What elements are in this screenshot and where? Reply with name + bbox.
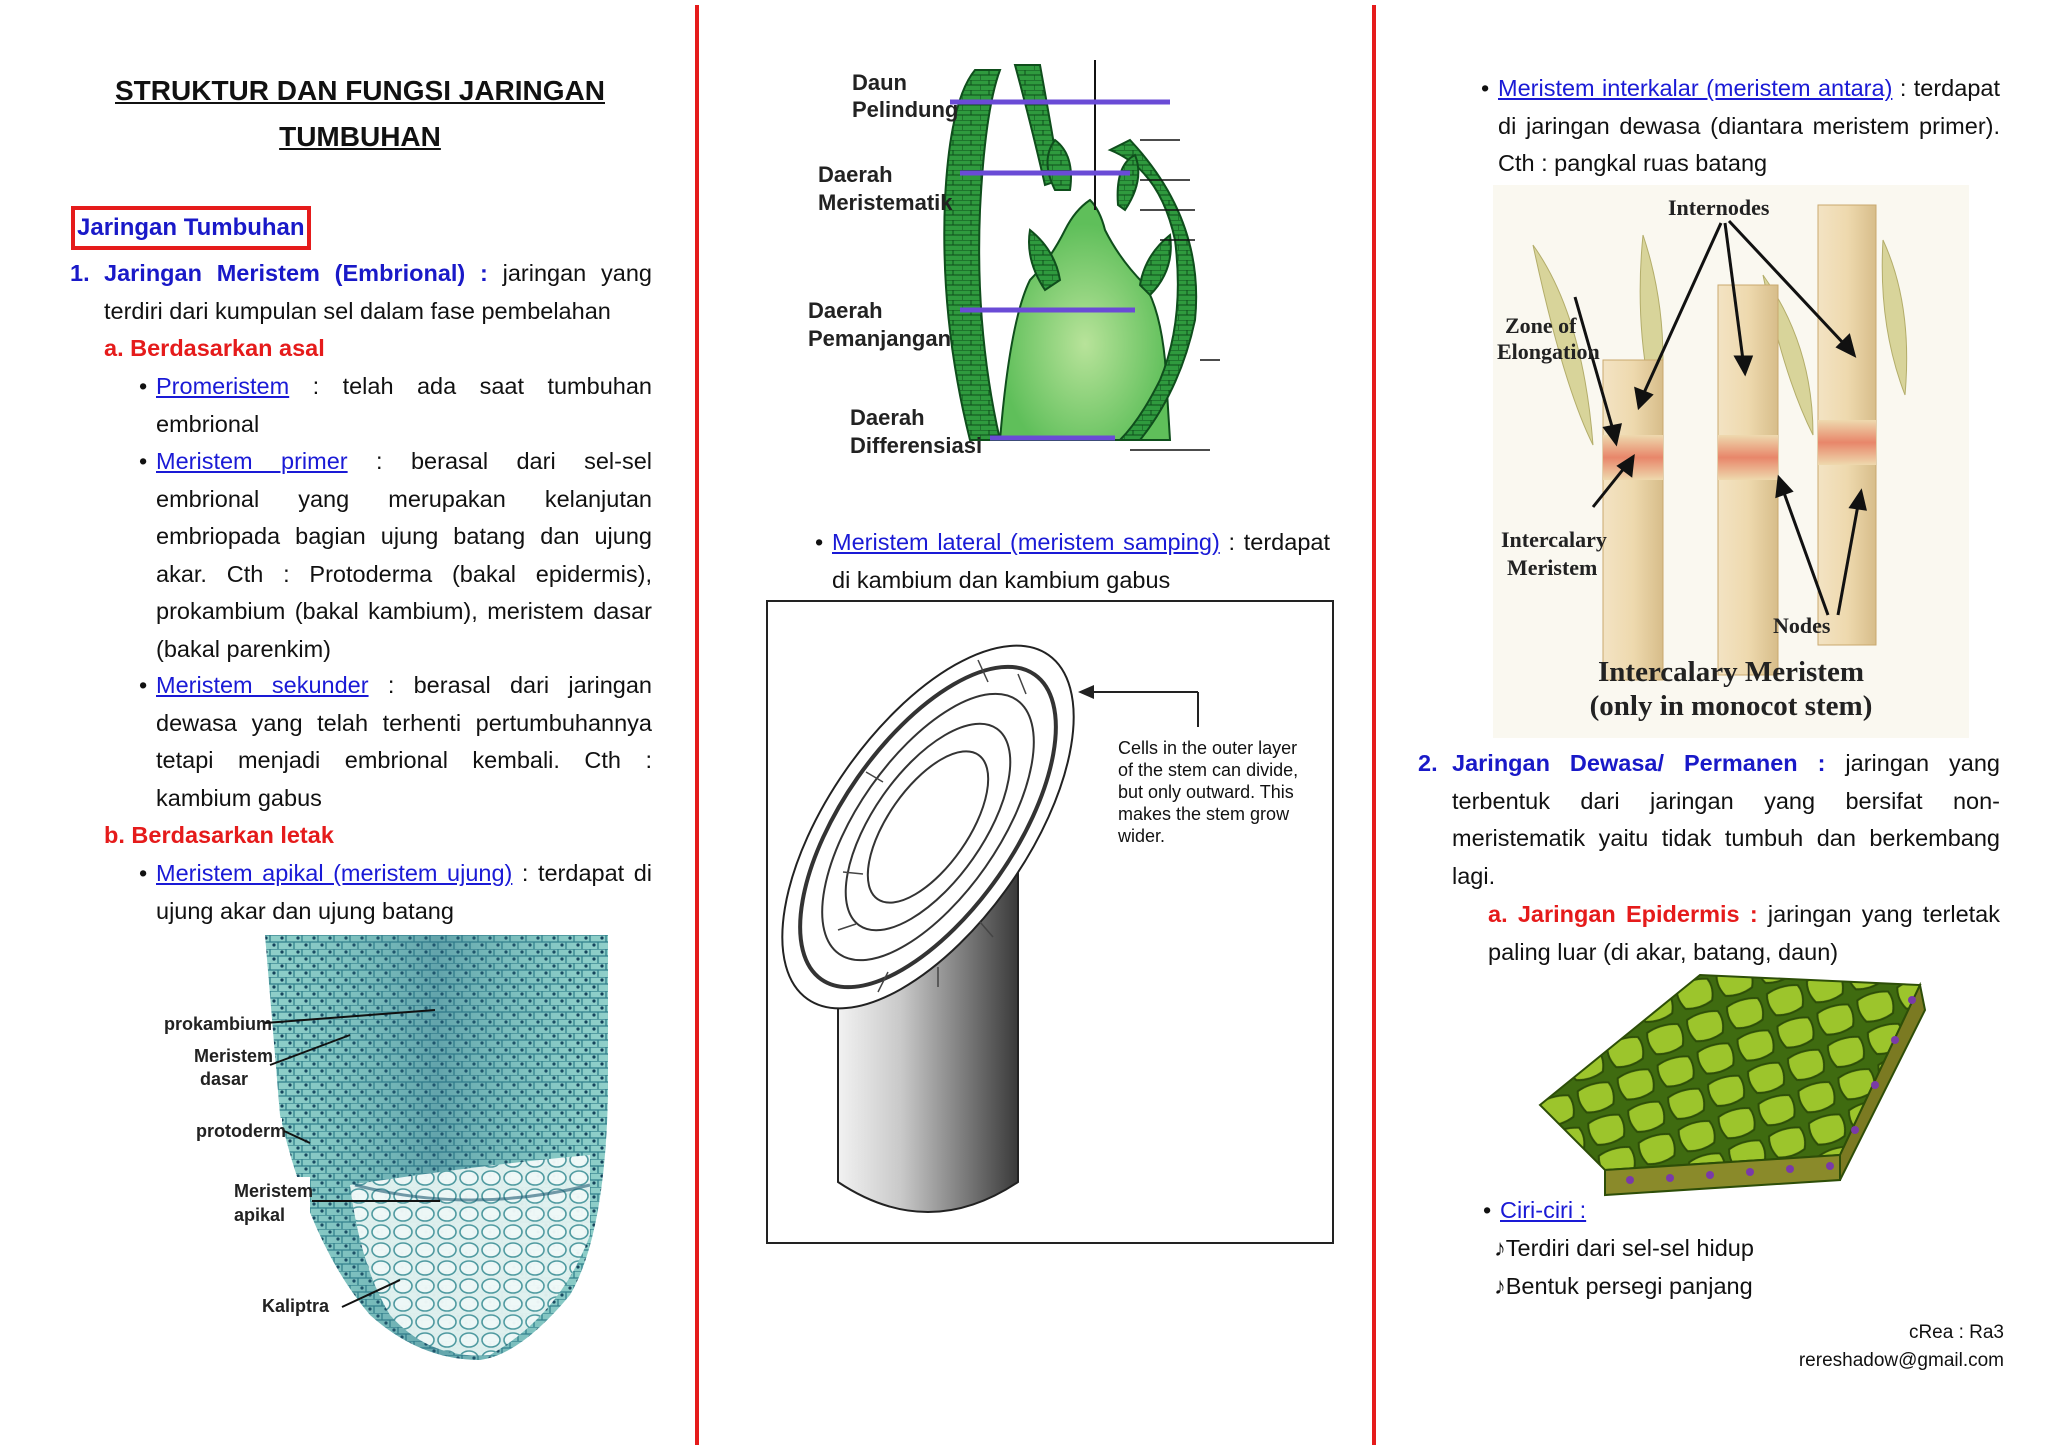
list-item-promeristem: • Promeristem : telah ada saat tumbuhan … bbox=[139, 373, 652, 437]
ciri-item-2: ♪Bentuk persegi panjang bbox=[1494, 1273, 1753, 1299]
label-meristem: Meristem bbox=[1507, 555, 1597, 580]
label-protoderm: protoderm bbox=[196, 1121, 286, 1141]
label-daerah-meristematik-2: Meristematik bbox=[818, 190, 953, 215]
list-item-meristem-primer: • Meristem primer : berasal dari sel-sel… bbox=[139, 448, 652, 662]
ciri-ciri-link[interactable]: Ciri-ciri : bbox=[1500, 1197, 1587, 1223]
meristem-primer-link[interactable]: Meristem primer bbox=[156, 448, 348, 474]
item-2-number: 2. bbox=[1418, 750, 1438, 776]
section-heading-jaringan-tumbuhan: Jaringan Tumbuhan bbox=[71, 206, 311, 250]
meristem-sekunder-link[interactable]: Meristem sekunder bbox=[156, 672, 369, 698]
label-meristem-apikal-2: apikal bbox=[234, 1205, 285, 1225]
meristem-lateral-link[interactable]: Meristem lateral (meristem samping) bbox=[832, 529, 1220, 555]
stem-cylinder-diagram: Cells in the outer layer of the stem can… bbox=[766, 600, 1334, 1244]
label-daerah-pemanjangan-1: Daerah bbox=[808, 298, 883, 323]
root-tip-micrograph: prokambium Meristem dasar protoderm Meri… bbox=[150, 935, 610, 1365]
stem-caption-line-4: makes the stem grow bbox=[1118, 804, 1290, 824]
label-daerah-differensiasi-2: Differensiasi bbox=[850, 433, 982, 458]
stem-caption-line-1: Cells in the outer layer bbox=[1118, 738, 1297, 758]
label-meristem-dasar-1: Meristem bbox=[194, 1046, 273, 1066]
item-2-title: Jaringan Dewasa/ Permanen : bbox=[1452, 750, 1826, 776]
meristem-apikal-link[interactable]: Meristem apikal (meristem ujung) bbox=[156, 860, 513, 886]
meristem-interkalar-link[interactable]: Meristem interkalar (meristem antara) bbox=[1498, 75, 1893, 101]
epidermis-cells-image bbox=[1400, 965, 2000, 1205]
label-meristem-dasar-2: dasar bbox=[200, 1069, 248, 1089]
list-item-meristem-interkalar: • Meristem interkalar (meristem antara) … bbox=[1481, 75, 2000, 176]
label-kaliptra: Kaliptra bbox=[262, 1296, 330, 1316]
list-item-ciri-ciri: • Ciri-ciri : bbox=[1483, 1197, 1587, 1223]
item-1-number: 1. bbox=[70, 260, 90, 286]
label-internodes: Internodes bbox=[1668, 195, 1770, 220]
label-intercalary: Intercalary bbox=[1501, 527, 1607, 552]
stem-caption-line-3: but only outward. This bbox=[1118, 782, 1294, 802]
item-2-text: jaringan yang terbentuk dari jaringan ya… bbox=[1452, 750, 2000, 889]
label-prokambium: prokambium bbox=[164, 1014, 272, 1034]
credit-text: cRea : Ra3 bbox=[1908, 1322, 2004, 1343]
intercalary-title-1: Intercalary Meristem bbox=[1598, 656, 1864, 688]
list-item-meristem-apikal: • Meristem apikal (meristem ujung) : ter… bbox=[139, 860, 653, 924]
ciri-item-1: ♪Terdiri dari sel-sel hidup bbox=[1494, 1235, 1754, 1261]
page-title: STRUKTUR DAN FUNGSI JARINGAN TUMBUHAN bbox=[115, 75, 605, 152]
list-item-meristem-lateral: • Meristem lateral (meristem samping) : … bbox=[815, 529, 1330, 593]
item-1-meristem: 1. Jaringan Meristem (Embrional) : jarin… bbox=[70, 255, 652, 330]
subheading-berdasarkan-asal: a. Berdasarkan asal bbox=[104, 335, 325, 361]
label-zone-of: Zone of bbox=[1505, 313, 1577, 338]
stem-caption-line-5: wider. bbox=[1117, 826, 1165, 846]
item-2-jaringan-dewasa: 2. Jaringan Dewasa/ Permanen : jaringan … bbox=[1418, 745, 2000, 895]
label-daerah-differensiasi-1: Daerah bbox=[850, 405, 925, 430]
stem-caption-line-2: of the stem can divide, bbox=[1118, 760, 1298, 780]
label-daerah-meristematik-1: Daerah bbox=[818, 162, 893, 187]
label-nodes: Nodes bbox=[1773, 613, 1831, 638]
promeristem-link[interactable]: Promeristem bbox=[156, 373, 290, 399]
intercalary-title-2: (only in monocot stem) bbox=[1590, 690, 1873, 722]
item-1-title: Jaringan Meristem (Embrional) : bbox=[104, 260, 488, 286]
sub-item-jaringan-epidermis: a. Jaringan Epidermis : jaringan yang te… bbox=[1488, 896, 2000, 971]
item-1-text: jaringan yang terdiri dari kumpulan sel … bbox=[104, 260, 652, 324]
label-meristem-apikal-1: Meristem bbox=[234, 1181, 313, 1201]
label-pelindung: Pelindung bbox=[852, 97, 958, 122]
column-divider-left bbox=[695, 5, 699, 1445]
column-divider-right bbox=[1372, 5, 1376, 1445]
shoot-apex-diagram: Daun Pelindung Daerah Meristematik Daera… bbox=[800, 60, 1320, 510]
label-daun: Daun bbox=[852, 70, 907, 95]
subheading-berdasarkan-letak: b. Berdasarkan letak bbox=[104, 822, 334, 848]
music-note-icon: ♪ bbox=[1494, 1273, 1506, 1299]
intercalary-meristem-diagram: Internodes Zone of Elongation Intercalar… bbox=[1493, 185, 1969, 738]
list-item-meristem-sekunder: • Meristem sekunder : berasal dari jarin… bbox=[139, 672, 652, 811]
music-note-icon: ♪ bbox=[1494, 1235, 1506, 1261]
epidermis-title: a. Jaringan Epidermis : bbox=[1488, 901, 1758, 927]
credit-email: rereshadow@gmail.com bbox=[1798, 1350, 2004, 1371]
epidermis-text: jaringan yang terletak paling luar (di a… bbox=[1488, 901, 2000, 965]
label-elongation: Elongation bbox=[1497, 339, 1600, 364]
label-daerah-pemanjangan-2: Pemanjangan bbox=[808, 326, 951, 351]
